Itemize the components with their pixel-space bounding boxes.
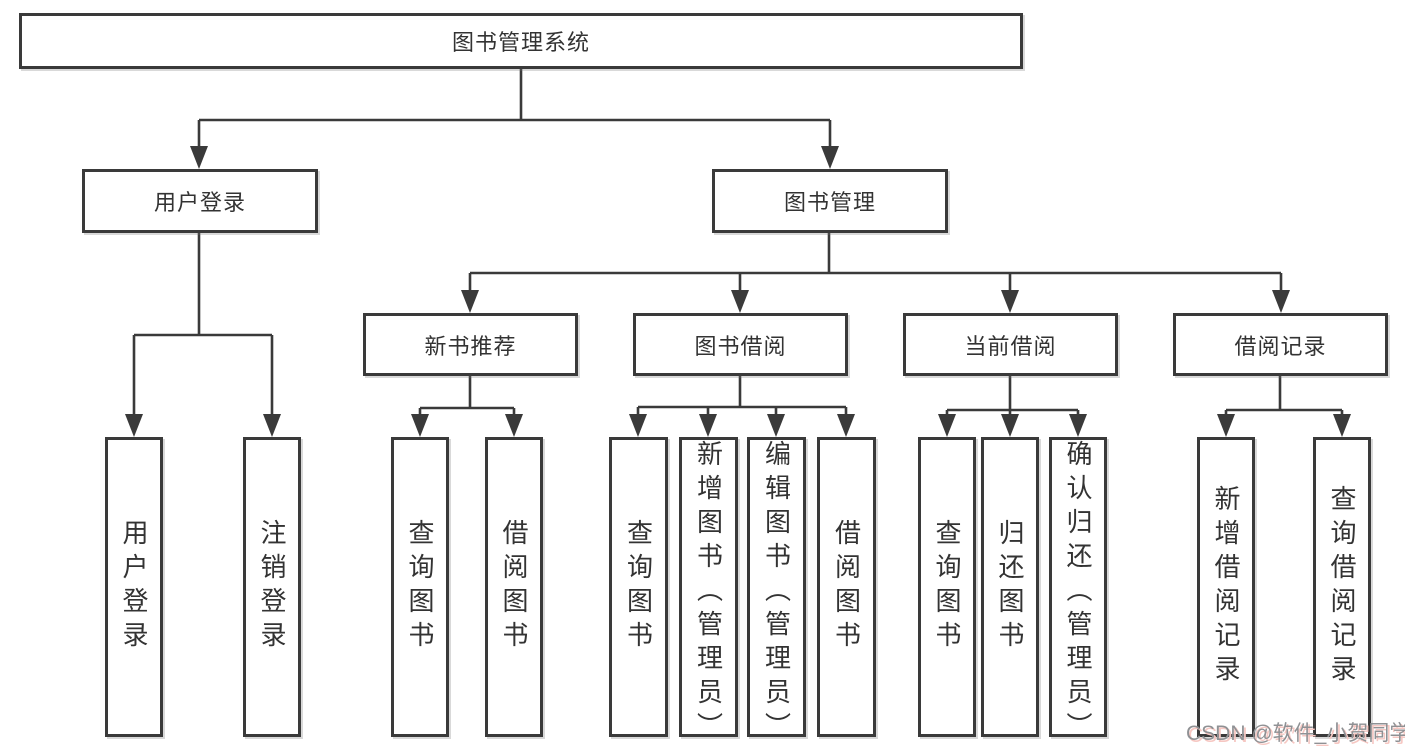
leaf-borrow-books-recommend: 借阅图书 (485, 437, 543, 737)
node-new-book-recommendation: 新书推荐 (363, 313, 578, 376)
node-label: 查询图书 (932, 519, 962, 655)
node-label: 借阅图书 (831, 519, 862, 655)
node-label: 确认归还（管理员） (1063, 440, 1093, 746)
node-label: 借阅图书 (499, 519, 529, 655)
node-borrowing-records: 借阅记录 (1173, 313, 1388, 376)
arrowhead-icon (1001, 414, 1019, 437)
node-label: 新书推荐 (424, 333, 517, 359)
arrowhead-icon (505, 414, 523, 437)
leaf-add-book-admin: 新增图书（管理员） (679, 437, 738, 746)
arrowhead-icon (629, 414, 647, 437)
arrowhead-icon (731, 290, 749, 313)
node-label: 查询图书 (623, 519, 654, 655)
arrowhead-icon (938, 414, 956, 437)
arrowhead-icon (837, 414, 855, 437)
leaf-edit-book-admin: 编辑图书（管理员） (747, 437, 806, 746)
node-book-management: 图书管理 (712, 169, 948, 233)
node-label: 用户登录 (153, 190, 246, 215)
node-label: 图书管理 (783, 190, 876, 215)
watermark: CSDN @软件_小贺同学 (1186, 722, 1405, 745)
leaf-user-login: 用户登录 (105, 437, 163, 737)
node-label: 查询借阅记录 (1327, 485, 1357, 689)
arrowhead-icon (125, 414, 143, 437)
node-label: 用户登录 (119, 519, 149, 655)
node-label: 借阅记录 (1234, 333, 1327, 359)
arrowhead-icon (699, 414, 717, 437)
node-user-login: 用户登录 (82, 169, 318, 233)
arrowhead-icon (1272, 290, 1290, 313)
arrowhead-icon (1217, 414, 1235, 437)
node-label: 图书管理系统 (451, 30, 590, 55)
node-label: 注销登录 (257, 519, 287, 655)
node-label: 新增借阅记录 (1211, 485, 1241, 689)
arrowhead-icon (1069, 414, 1087, 437)
arrowhead-icon (821, 146, 839, 169)
arrowhead-icon (461, 290, 479, 313)
arrowhead-icon (1001, 290, 1019, 313)
leaf-query-books-borrow: 查询图书 (609, 437, 668, 737)
node-label: 新增图书（管理员） (693, 440, 724, 746)
node-label: 编辑图书（管理员） (761, 440, 792, 746)
arrowhead-icon (263, 414, 281, 437)
arrowhead-icon (767, 414, 785, 437)
node-current-borrowing: 当前借阅 (903, 313, 1118, 376)
leaf-logout: 注销登录 (243, 437, 301, 737)
node-label: 归还图书 (995, 519, 1025, 655)
arrowhead-icon (411, 414, 429, 437)
arrowhead-icon (1333, 414, 1351, 437)
node-library-management-system: 图书管理系统 (19, 13, 1023, 69)
node-label: 图书借阅 (694, 333, 787, 359)
leaf-query-books-current: 查询图书 (918, 437, 976, 737)
leaf-query-books-recommend: 查询图书 (391, 437, 449, 737)
leaf-return-book: 归还图书 (981, 437, 1039, 737)
leaf-query-borrow-record: 查询借阅记录 (1313, 437, 1371, 737)
node-label: 查询图书 (405, 519, 435, 655)
arrowhead-icon (190, 146, 208, 169)
leaf-confirm-return-admin: 确认归还（管理员） (1049, 437, 1107, 746)
node-book-borrowing: 图书借阅 (633, 313, 848, 376)
leaf-add-borrow-record: 新增借阅记录 (1197, 437, 1255, 737)
leaf-borrow-books: 借阅图书 (817, 437, 876, 737)
node-label: 当前借阅 (964, 333, 1057, 359)
